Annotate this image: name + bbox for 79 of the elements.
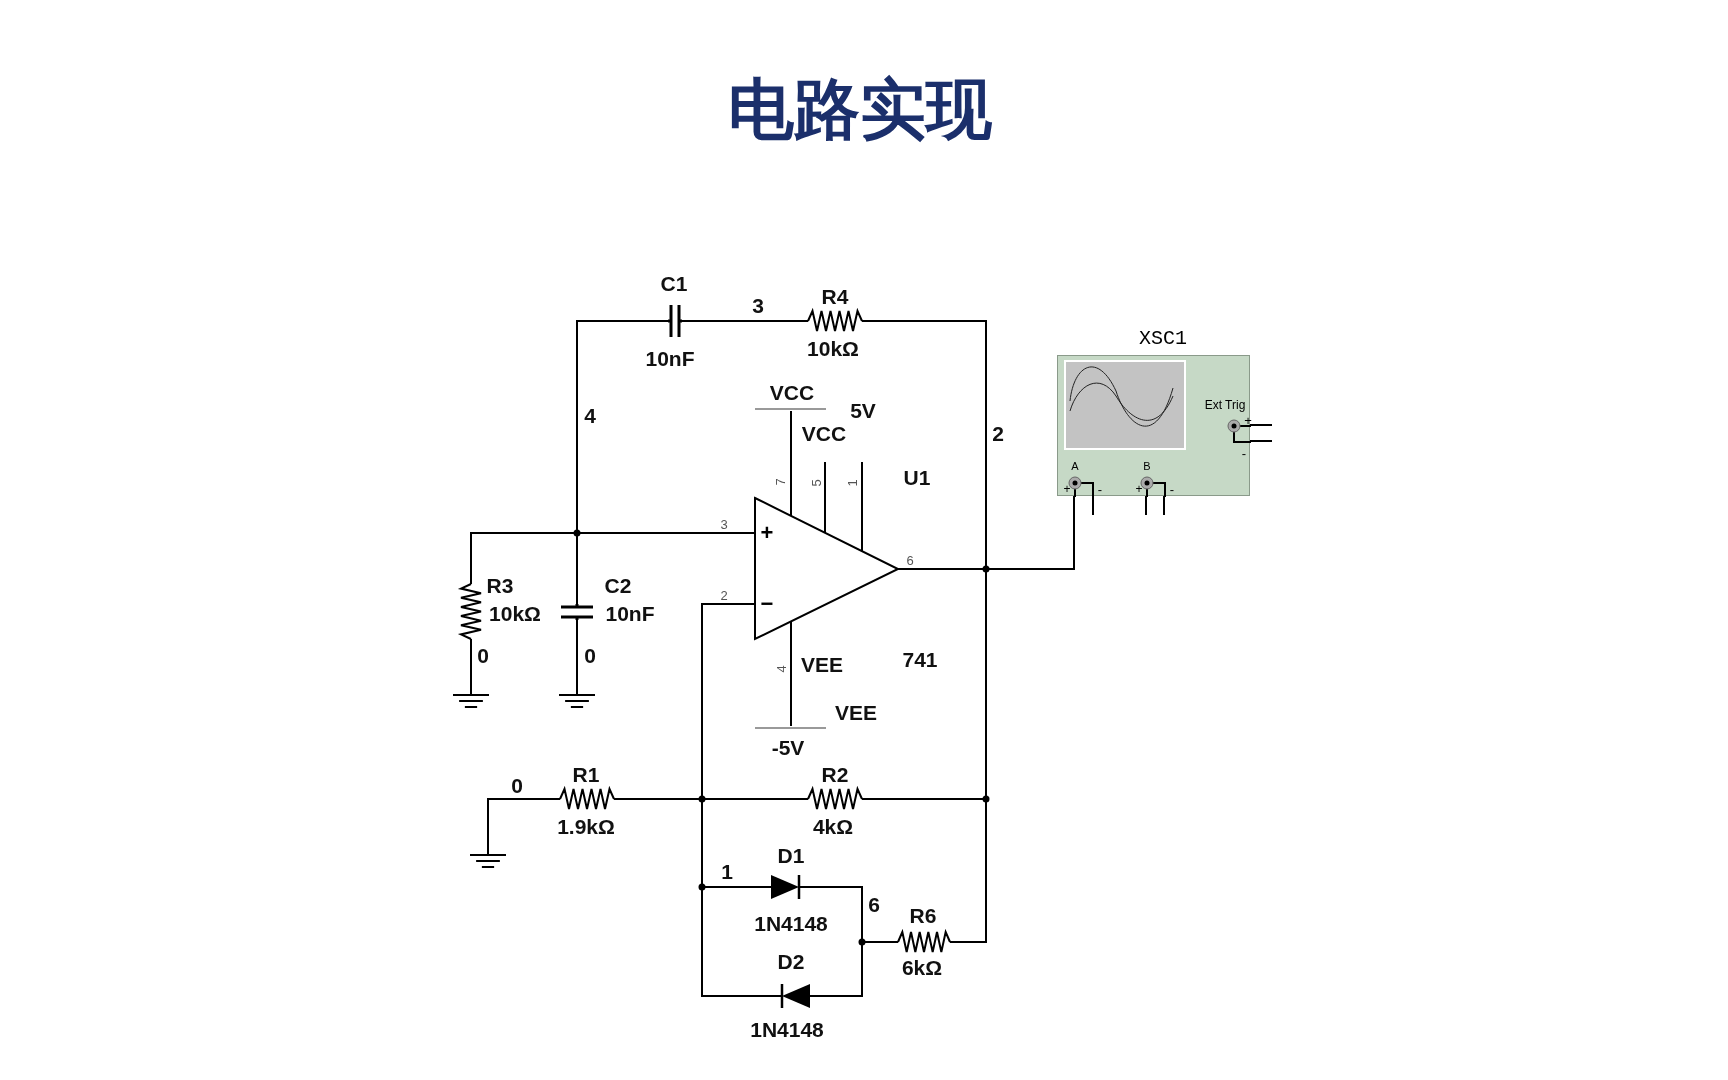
component-label: R1 [572,763,600,785]
pin-number: 3 [720,517,728,531]
input-sign: + [760,522,774,544]
ground-symbol [559,694,595,708]
terminal-label: - [1097,482,1103,496]
power-rail-symbol [755,726,826,730]
pin-number: 1 [845,479,859,487]
terminal-label: B [1143,460,1151,472]
diode-symbol [782,984,810,1008]
component-label: VEE [835,701,877,723]
net-label: 1 [721,860,733,882]
component-label: U1 [903,466,931,488]
component-value: -5V [771,736,805,758]
component-value: 10nF [645,347,695,369]
capacitor-symbol [561,604,593,620]
terminal-label: + [1244,413,1252,427]
component-value: 5V [850,399,876,421]
terminal-label: + [1135,483,1143,495]
pin-number: 2 [720,588,728,602]
power-rail-symbol [755,407,826,411]
component-label: R4 [821,285,849,307]
pin-number: 7 [773,478,787,486]
component-value: 10kΩ [807,337,859,359]
ground-symbol [470,854,506,868]
instrument-label: XSC1 [1139,329,1187,349]
resistor-symbol [808,789,862,809]
component-value: 1N4148 [750,1018,824,1040]
component-label: R6 [909,904,937,926]
capacitor-symbol [668,305,682,337]
wire [790,410,792,463]
component-label: R3 [486,574,514,596]
component-value: 6kΩ [901,956,943,978]
wire [809,941,899,997]
terminal-label: + [1063,483,1071,495]
ground-symbol [453,694,489,708]
wire [790,674,792,727]
component-label: R2 [821,763,849,785]
resistor-symbol [898,932,950,952]
pin-number: 4 [774,665,788,673]
net-label: VEE [801,653,843,675]
net-label: 0 [584,644,596,666]
component-label: C2 [604,574,632,596]
component-value: 1N4148 [754,912,828,934]
net-label: 3 [752,294,764,316]
wire [897,495,1075,570]
net-label: 0 [511,774,523,796]
terminal-label: - [1241,446,1247,460]
net-label: 4 [584,404,596,426]
terminal-label: - [1169,482,1175,496]
wire [487,798,561,855]
resistor-symbol [808,311,862,331]
component-value: 10nF [605,602,655,624]
net-label: 0 [477,644,489,666]
resistor-symbol [560,789,614,809]
terminal-label: A [1071,460,1079,472]
component-label: D2 [777,950,805,972]
wire [576,619,578,695]
resistor-symbol [461,584,481,639]
component-label: D1 [777,844,805,866]
pin-number: 6 [906,553,914,567]
component-value: 741 [902,648,938,670]
component-value: 4kΩ [812,815,854,837]
component-value: 1.9kΩ [557,815,615,837]
op-amp-symbol [755,462,898,675]
net-label: VCC [801,422,847,444]
net-label: 6 [868,893,880,915]
component-label: C1 [660,272,688,294]
pin-number: 5 [809,479,823,487]
trigger-label: Ext Trig [1204,399,1246,411]
wire [576,532,756,605]
component-label: VCC [769,381,815,403]
component-value: 10kΩ [489,602,541,624]
input-sign: − [760,593,774,615]
wire [681,320,809,322]
diode-symbol [771,875,799,899]
title: 电路实现 [728,77,992,143]
net-label: 2 [992,422,1004,444]
wire [701,603,783,997]
wire [470,638,472,695]
